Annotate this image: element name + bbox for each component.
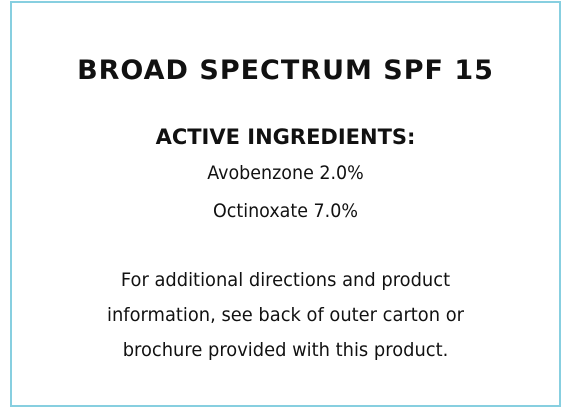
directions-line-3: brochure provided with this product. <box>122 339 449 361</box>
ingredient-avobenzone: Avobenzone 2.0% <box>207 162 364 184</box>
directions-line-1: For additional directions and product <box>120 269 451 291</box>
active-ingredients-heading: ACTIVE INGREDIENTS: <box>155 125 416 149</box>
ingredient-octinoxate: Octinoxate 7.0% <box>213 200 358 222</box>
directions-text: For additional directions and product in… <box>47 263 524 368</box>
sunscreen-label-panel: BROAD SPECTRUM SPF 15 ACTIVE INGREDIENTS… <box>10 1 561 407</box>
directions-line-2: information, see back of outer carton or <box>107 304 464 326</box>
spf-title: BROAD SPECTRUM SPF 15 <box>77 55 494 86</box>
